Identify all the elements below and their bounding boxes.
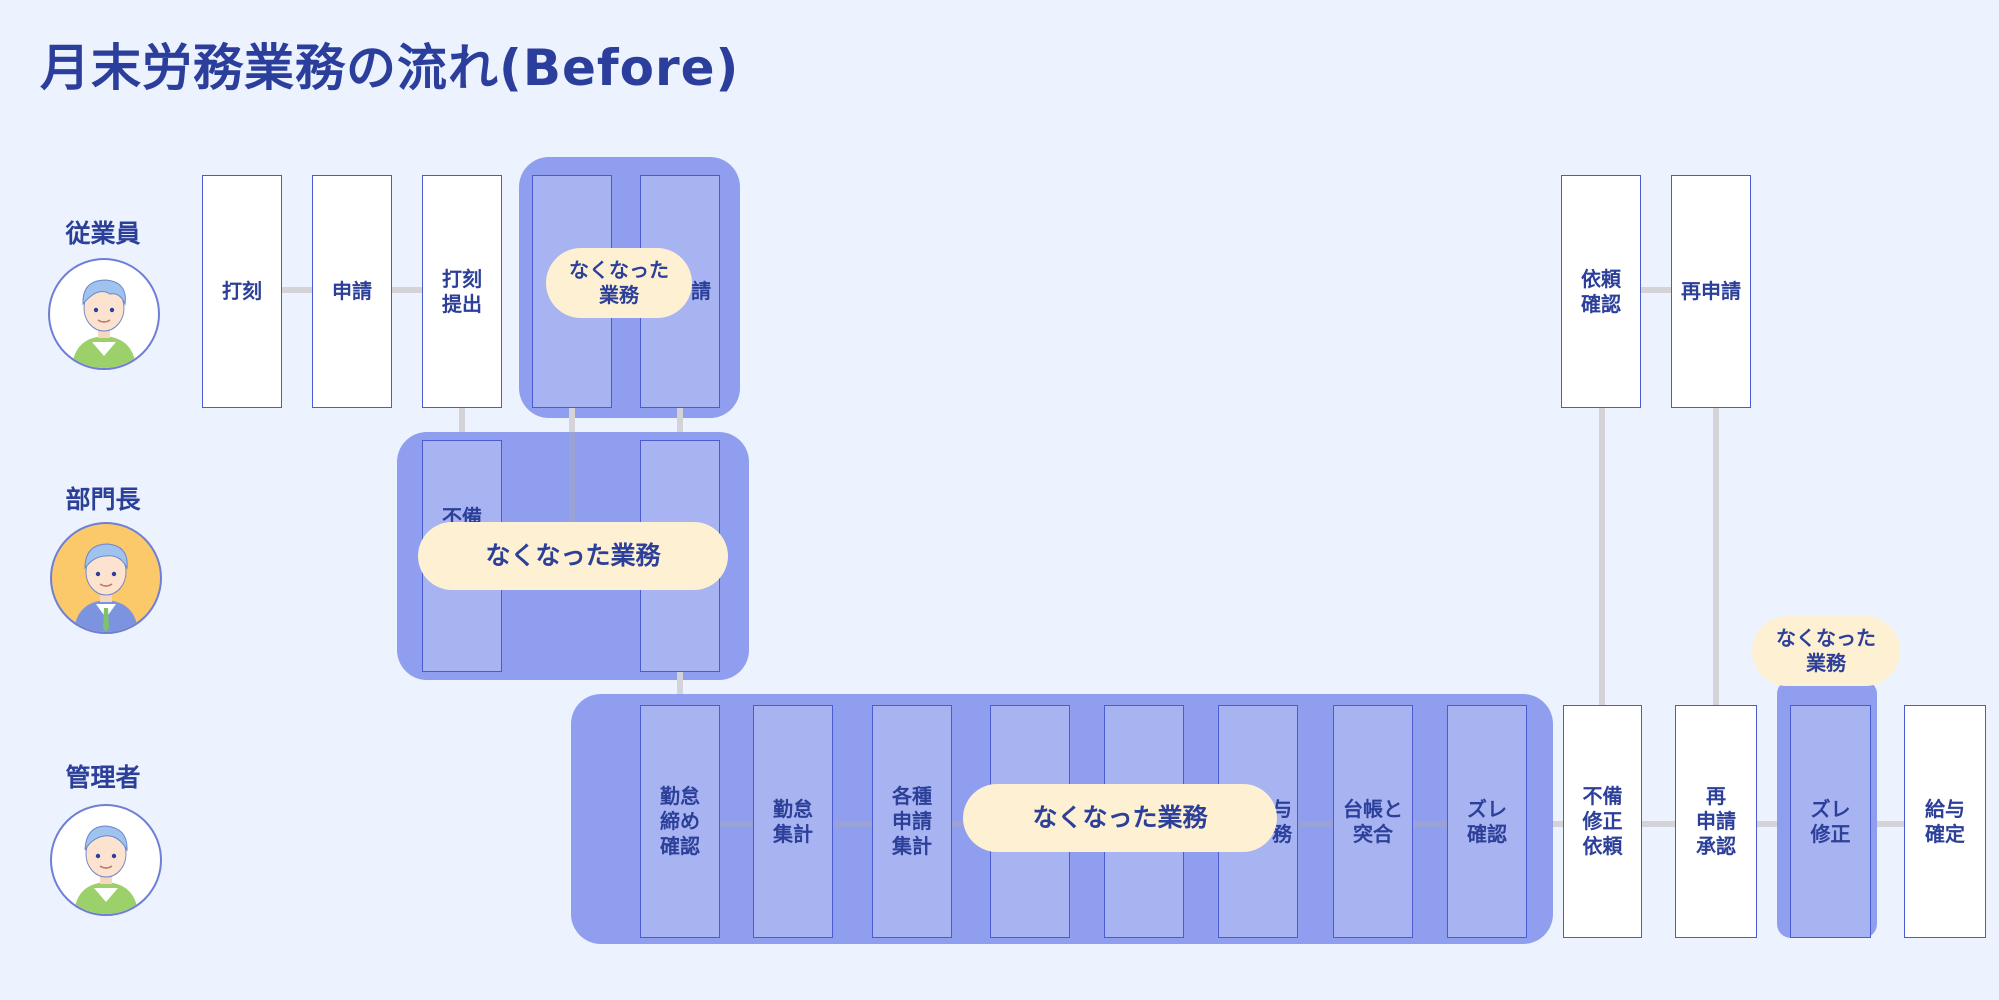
person-icon (74, 543, 138, 632)
connector-line (459, 408, 465, 442)
connector-line (677, 672, 683, 702)
connector-line (282, 287, 312, 293)
person-icon (74, 825, 138, 914)
removed-badge-middle: なくなった業務 (418, 522, 728, 590)
step-diff-check: ズレ 確認 (1447, 705, 1527, 938)
connector-line (1642, 821, 1675, 827)
removed-badge-top: なくなった 業務 (546, 248, 692, 318)
connector-line (569, 432, 575, 522)
role-label-employee: 従業員 (65, 219, 141, 248)
step-reapply-approve: 再 申請 承認 (1675, 705, 1757, 938)
employee-avatar (48, 258, 160, 370)
step-stamp: 打刻 (202, 175, 282, 408)
step-defect-fix-request: 不備 修正 依頼 (1563, 705, 1642, 938)
connector-line (677, 408, 683, 442)
step-payroll-confirm: 給与 確定 (1904, 705, 1986, 938)
removed-badge-right: なくなった 業務 (1752, 616, 1900, 686)
step-diff-fix: ズレ 修正 (1790, 705, 1871, 938)
step-ledger-match: 台帳と 突合 (1333, 705, 1413, 938)
admin-avatar (50, 804, 162, 916)
connector-line (392, 287, 422, 293)
step-apply: 申請 (312, 175, 392, 408)
connector-line (1641, 287, 1671, 293)
role-label-manager: 部門長 (65, 485, 141, 514)
role-label-admin: 管理者 (65, 763, 141, 792)
connector-line (1757, 821, 1790, 827)
person-icon (72, 279, 136, 368)
removed-badge-bottom: なくなった業務 (963, 784, 1277, 852)
step-stamp-submit: 打刻 提出 (422, 175, 502, 408)
step-requests-total: 各種 申請 集計 (872, 705, 952, 938)
connector-line (1871, 821, 1904, 827)
step-attendance-total: 勤怠 集計 (753, 705, 833, 938)
connector-line (1713, 408, 1719, 708)
step-request-confirm: 依頼 確認 (1561, 175, 1641, 408)
manager-avatar (50, 522, 162, 634)
page-title: 月末労務業務の流れ(Before) (40, 39, 740, 97)
connector-line (569, 408, 575, 442)
connector-line (1599, 408, 1605, 708)
step-reapply: 再申請 (1671, 175, 1751, 408)
step-closing-confirm: 勤怠 締め 確認 (640, 705, 720, 938)
